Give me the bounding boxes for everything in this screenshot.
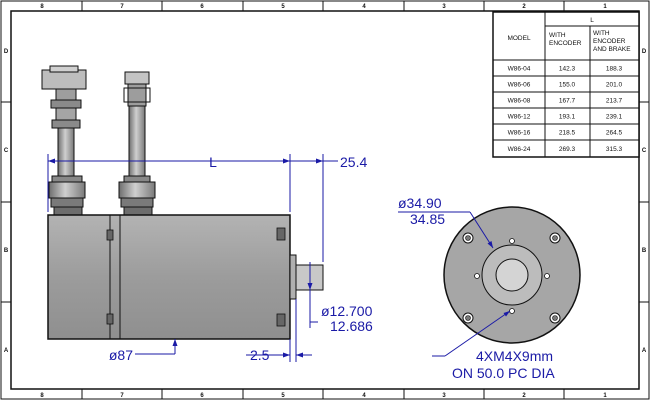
table-group-header: L — [590, 17, 594, 24]
table-cell-brake-1: 201.0 — [606, 82, 623, 89]
table-cell-model-4: W86-16 — [508, 130, 531, 137]
table-cell-brake-4: 264.5 — [606, 130, 623, 137]
dim-length: L 25.4 — [47, 154, 367, 262]
dim-flange-step: 2.5 — [246, 299, 312, 363]
table-cell-brake-5: 315.3 — [606, 146, 623, 153]
encoder-connector — [118, 71, 156, 216]
motor-front-view — [443, 206, 581, 344]
zone-bottom-8: 8 — [40, 393, 44, 399]
dim-flange-step-label: 2.5 — [250, 347, 270, 363]
zone-top-7: 7 — [120, 4, 124, 10]
zone-labels: 8 7 6 5 4 3 2 1 8 7 6 5 4 3 2 1 D C B A … — [4, 4, 647, 399]
zone-bottom-1: 1 — [603, 393, 607, 399]
table-cell-encoder-4: 218.5 — [559, 130, 576, 137]
zone-bottom-4: 4 — [362, 393, 366, 399]
table-header-encoder-1: WITH — [549, 32, 566, 39]
zone-top-6: 6 — [200, 4, 204, 10]
zone-right-a: A — [642, 348, 647, 354]
zone-top-3: 3 — [442, 4, 446, 10]
zone-bottom-7: 7 — [120, 393, 124, 399]
table-cell-model-1: W86-06 — [508, 82, 531, 89]
table-header-brake-1: WITH — [593, 30, 610, 37]
hole-note: 4XM4X9mm — [476, 348, 553, 364]
dim-shaft-dia-min: 12.686 — [330, 318, 373, 334]
zone-left-a: A — [4, 348, 9, 354]
zone-bottom-2: 2 — [522, 393, 526, 399]
zone-left-c: C — [4, 148, 9, 154]
dim-pilot-diameter: ø34.90 34.85 — [398, 195, 494, 249]
table-cell-model-2: W86-08 — [508, 98, 531, 105]
table-cell-encoder-0: 142.3 — [559, 66, 576, 73]
zone-top-4: 4 — [362, 4, 366, 10]
table-cell-encoder-5: 269.3 — [559, 146, 576, 153]
length-table: L MODEL WITH ENCODER WITH ENCODER AND BR… — [492, 11, 640, 158]
threaded-holes — [474, 238, 550, 314]
dim-body-dia-label: ø87 — [109, 347, 133, 363]
table-cell-brake-3: 239.1 — [606, 114, 623, 121]
table-cell-model-0: W86-04 — [508, 66, 531, 73]
zone-right-c: C — [642, 148, 647, 154]
dim-body-diameter: ø87 — [109, 339, 178, 363]
dim-length-label: L — [209, 154, 217, 170]
table-header-encoder-2: ENCODER — [549, 40, 582, 47]
motor-body-side — [47, 214, 324, 340]
connector-cables — [41, 65, 156, 216]
zone-right-d: D — [642, 49, 647, 55]
zone-bottom-6: 6 — [200, 393, 204, 399]
table-cell-model-3: W86-12 — [508, 114, 531, 121]
table-header-brake-2: ENCODER — [593, 38, 626, 45]
table-cell-brake-2: 213.7 — [606, 98, 623, 105]
mounting-holes — [462, 232, 561, 324]
zone-bottom-3: 3 — [442, 393, 446, 399]
zone-top-5: 5 — [281, 4, 285, 10]
table-cell-encoder-1: 155.0 — [559, 82, 576, 89]
table-cell-model-5: W86-24 — [508, 146, 531, 153]
zone-left-d: D — [4, 49, 9, 55]
dim-pilot-dia-max: ø34.90 — [398, 195, 442, 211]
dim-shaft-dia-max: ø12.700 — [321, 303, 373, 319]
zone-left-b: B — [4, 248, 9, 254]
dim-pilot-length-label: 25.4 — [340, 154, 367, 170]
table-cell-brake-0: 188.3 — [606, 66, 623, 73]
zone-top-1: 1 — [603, 4, 607, 10]
table-header-model: MODEL — [507, 35, 531, 42]
hole-pcd-note: ON 50.0 PC DIA — [452, 365, 555, 381]
zone-top-2: 2 — [522, 4, 526, 10]
dim-pilot-dia-min: 34.85 — [410, 211, 445, 227]
table-cell-encoder-3: 193.1 — [559, 114, 576, 121]
zone-right-b: B — [642, 248, 647, 254]
table-cell-encoder-2: 167.7 — [559, 98, 576, 105]
hole-callout: 4XM4X9mm ON 50.0 PC DIA — [432, 310, 555, 381]
table-header-brake-3: AND BRAKE — [593, 46, 631, 53]
zone-top-8: 8 — [40, 4, 44, 10]
power-connector — [41, 65, 87, 216]
zone-bottom-5: 5 — [281, 393, 285, 399]
dim-shaft-diameter: ø12.700 12.686 — [307, 262, 373, 334]
